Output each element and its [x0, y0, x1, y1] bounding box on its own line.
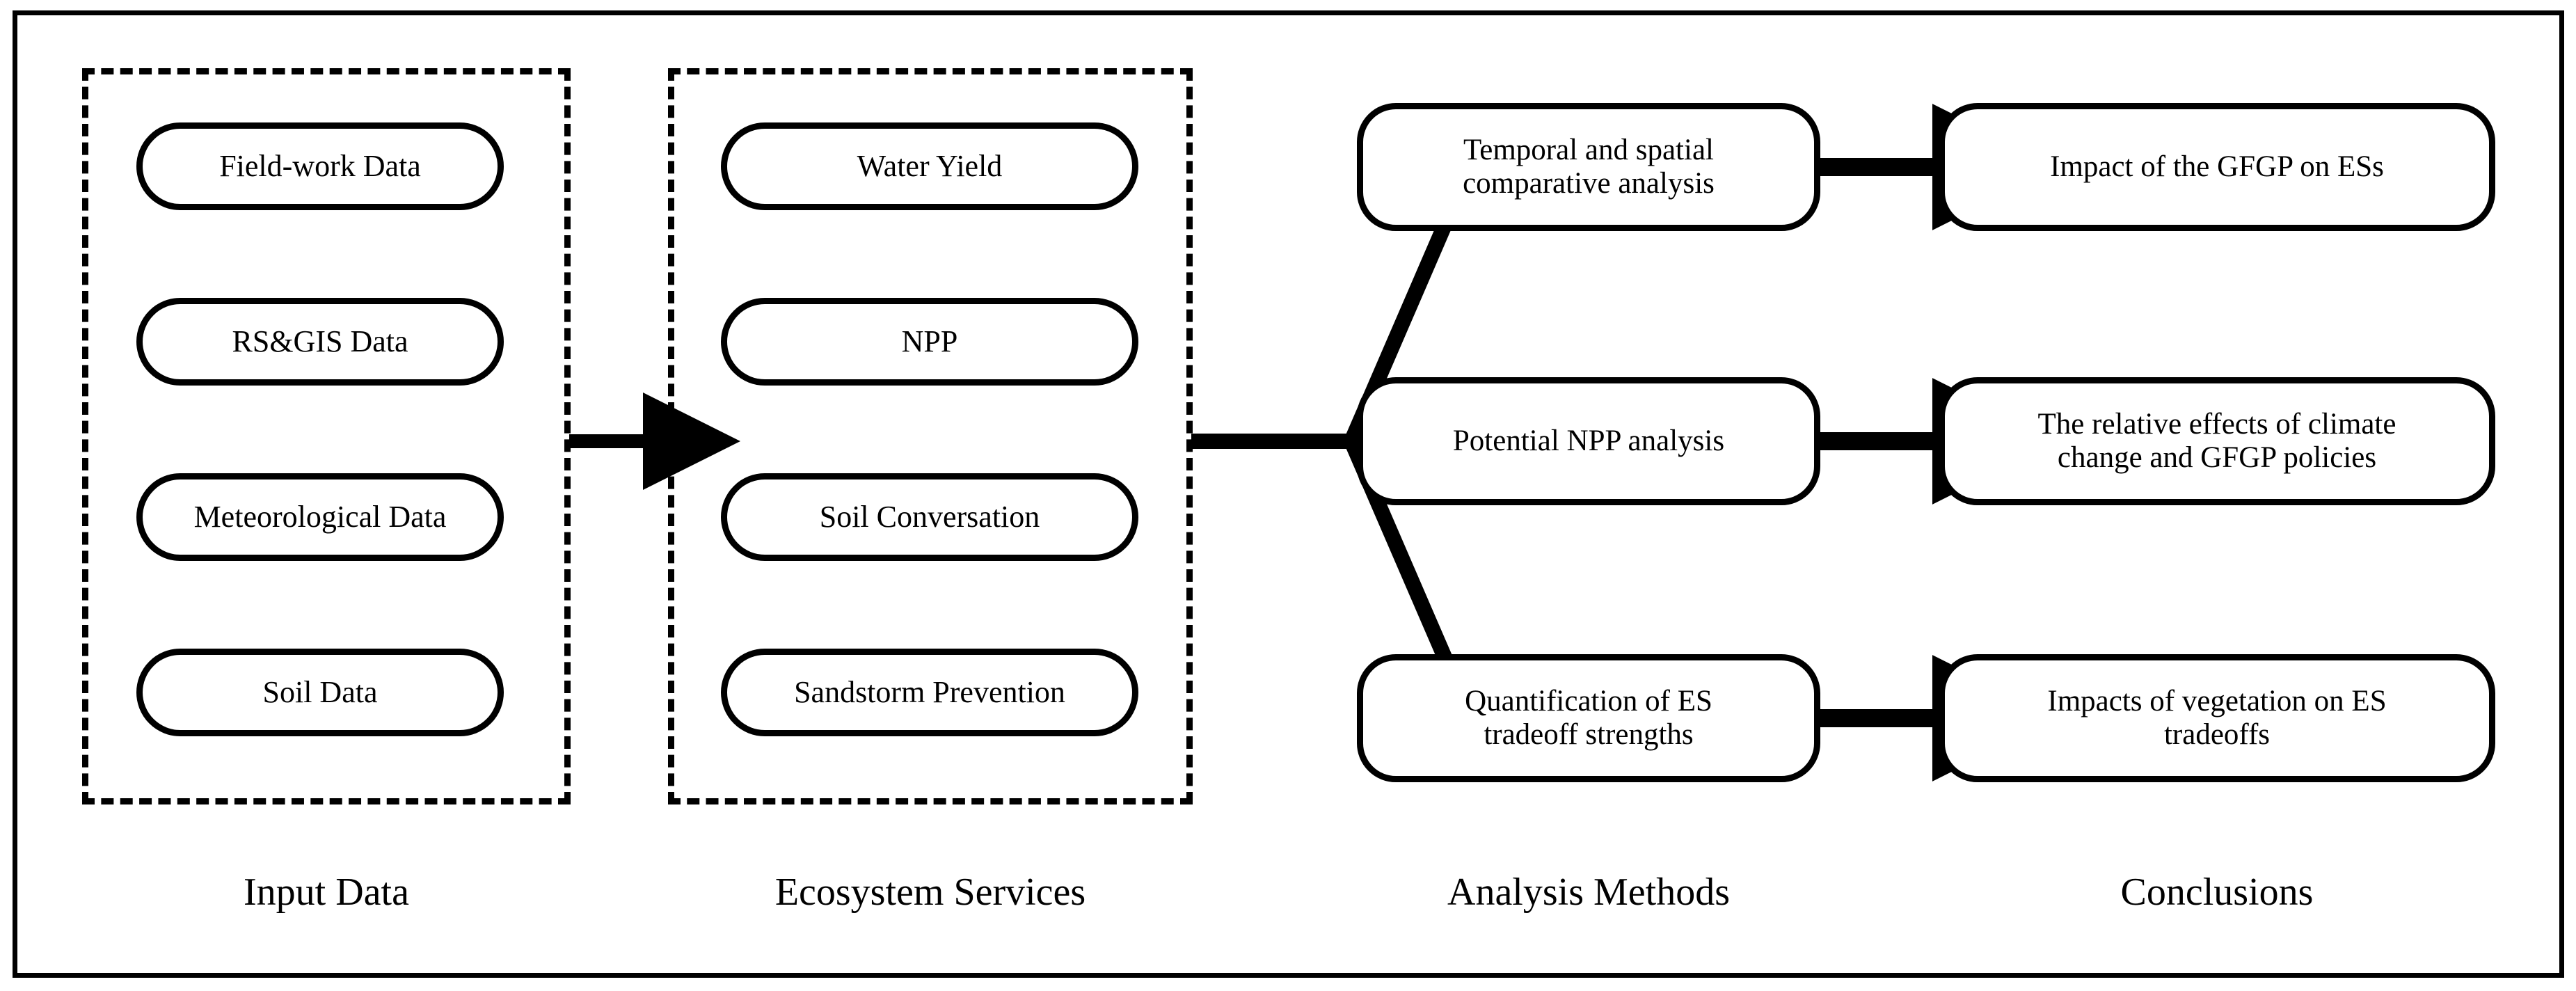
node-soil-data[interactable]: Soil Data — [136, 649, 504, 736]
node-label: Temporal and spatial comparative analysi… — [1463, 133, 1715, 200]
node-sandstorm-prevention[interactable]: Sandstorm Prevention — [721, 649, 1138, 736]
node-label: The relative effects of climate change a… — [2037, 407, 2396, 474]
node-meteorological-data[interactable]: Meteorological Data — [136, 473, 504, 561]
column-label-ecosystem-services: Ecosystem Services — [774, 871, 1086, 914]
node-label: Sandstorm Prevention — [794, 675, 1065, 710]
node-relative-effects-climate-gfgp[interactable]: The relative effects of climate change a… — [1939, 377, 2495, 505]
node-quantification-of-es-tradeoff-strengths[interactable]: Quantification of ES tradeoff strengths — [1357, 654, 1820, 782]
node-impact-of-gfgp-on-ess[interactable]: Impact of the GFGP on ESs — [1939, 103, 2495, 231]
node-label: Water Yield — [857, 149, 1003, 184]
node-label: NPP — [901, 324, 958, 359]
column-label-input-data: Input Data — [244, 871, 409, 914]
node-label: Potential NPP analysis — [1452, 424, 1725, 457]
column-label-conclusions: Conclusions — [2120, 871, 2314, 914]
node-temporal-spatial-comparative-analysis[interactable]: Temporal and spatial comparative analysi… — [1357, 103, 1820, 231]
group-box-ecosystem-services — [668, 68, 1193, 804]
node-water-yield[interactable]: Water Yield — [721, 122, 1138, 210]
figure-outer-border — [13, 10, 2564, 978]
node-label: Meteorological Data — [193, 500, 447, 534]
node-label: Field-work Data — [219, 149, 421, 184]
node-rs-gis-data[interactable]: RS&GIS Data — [136, 298, 504, 386]
node-label: RS&GIS Data — [232, 324, 408, 359]
node-field-work-data[interactable]: Field-work Data — [136, 122, 504, 210]
node-label: Impacts of vegetation on ES tradeoffs — [2047, 684, 2387, 751]
node-label: Quantification of ES tradeoff strengths — [1465, 684, 1712, 751]
group-box-input-data — [82, 68, 571, 804]
node-impacts-of-vegetation-on-es-tradeoffs[interactable]: Impacts of vegetation on ES tradeoffs — [1939, 654, 2495, 782]
node-potential-npp-analysis[interactable]: Potential NPP analysis — [1357, 377, 1820, 505]
node-label: Soil Conversation — [819, 500, 1040, 534]
column-label-analysis-methods: Analysis Methods — [1447, 871, 1730, 914]
node-label: Soil Data — [262, 675, 378, 710]
node-soil-conversation[interactable]: Soil Conversation — [721, 473, 1138, 561]
node-label: Impact of the GFGP on ESs — [2050, 150, 2384, 183]
node-npp[interactable]: NPP — [721, 298, 1138, 386]
